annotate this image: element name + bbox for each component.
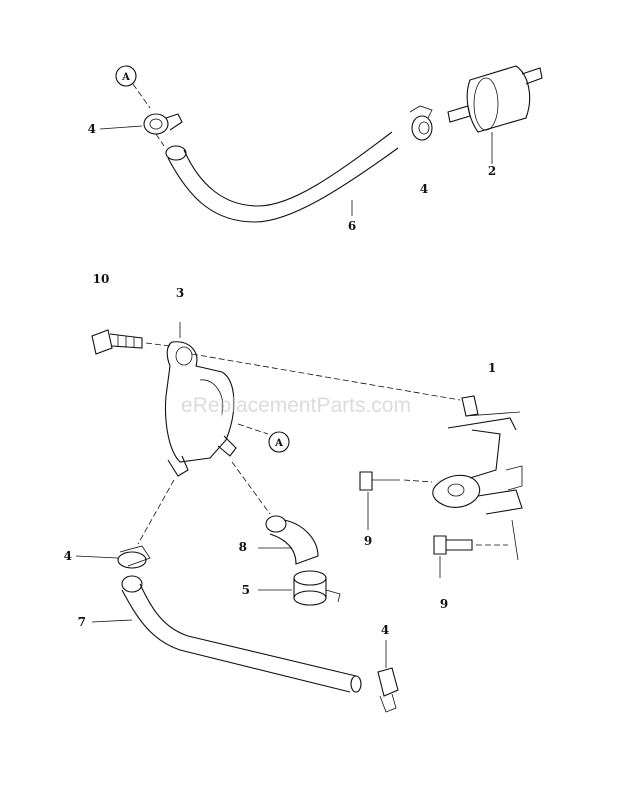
callout-a-mid: A <box>268 431 290 453</box>
screw-left <box>359 471 433 530</box>
hose-top <box>165 131 399 223</box>
label-1: 1 <box>488 361 496 375</box>
label-9-right: 9 <box>440 597 448 611</box>
bolt <box>91 329 171 355</box>
label-4-bottom-right: 4 <box>381 623 389 637</box>
label-8: 8 <box>239 540 247 554</box>
label-2: 2 <box>488 164 496 178</box>
clamp-mid <box>258 570 341 606</box>
mount-line <box>191 353 461 401</box>
callout-a-mid-text: A <box>274 438 283 449</box>
label-9-left: 9 <box>364 534 372 548</box>
label-5: 5 <box>242 583 250 597</box>
fuel-filter <box>447 65 543 164</box>
clamp-top-left <box>143 113 183 147</box>
clamp-top-mid <box>409 105 433 141</box>
label-3: 3 <box>176 286 184 300</box>
bracket <box>432 395 523 561</box>
screw-right <box>433 535 508 578</box>
elbow-fitting <box>231 461 319 565</box>
label-4-bottom-left: 4 <box>64 549 72 563</box>
fuel-pump <box>165 322 269 477</box>
label-4-top-left: 4 <box>88 122 96 136</box>
hose-bottom <box>91 575 362 693</box>
outlet-line <box>137 479 175 545</box>
label-4-top-mid: 4 <box>420 182 428 196</box>
label-7: 7 <box>78 615 86 629</box>
label-10: 10 <box>93 272 110 286</box>
watermark: eReplacementParts.com <box>181 394 411 417</box>
clamp-bottom-right <box>377 640 399 713</box>
clamp-bottom-left <box>75 545 151 569</box>
label-6: 6 <box>348 219 356 233</box>
callout-a-top-text: A <box>121 72 130 83</box>
callout-a-top: A <box>115 65 151 109</box>
